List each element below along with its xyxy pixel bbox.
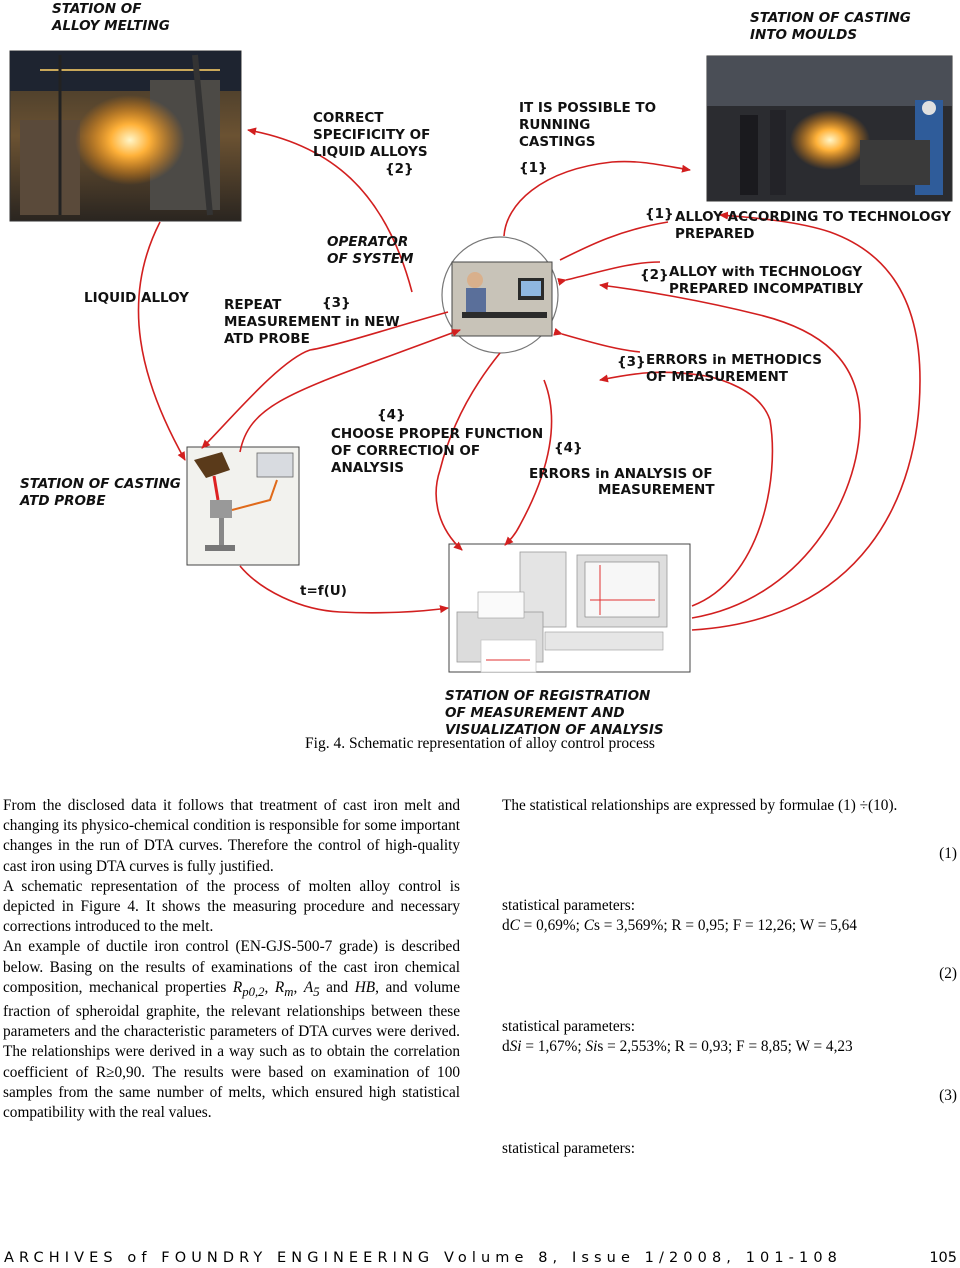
sym-rp: R (232, 978, 243, 996)
sym-hb: HB (354, 978, 376, 996)
label-station-registration: STATION OF REGISTRATION OF MEASUREMENT A… (445, 688, 664, 738)
p3-and: and (319, 978, 355, 996)
equation-number-1: (1) (939, 845, 957, 862)
alloy-control-diagram: STATION OF ALLOY MELTING STATION OF CAST… (9, 1, 956, 738)
label-choose-function: CHOOSE PROPER FUNCTION OF CORRECTION OF … (331, 426, 548, 476)
code-alloy-prepared: {1} (645, 206, 674, 222)
code-repeat: {3} (322, 295, 351, 311)
label-errors-analysis: ERRORS in ANALYSIS OF MEASUREMENT (529, 466, 717, 498)
page-number: 105 (929, 1250, 957, 1266)
label-station-atd: STATION OF CASTING ATD PROBE (19, 476, 186, 509)
p3-text-a: An example of ductile iron control (EN-G… (3, 938, 460, 996)
label-tfu: t=f(U) (300, 583, 347, 599)
code-alloy-incompatible: {2} (640, 267, 669, 283)
code-errors-methodics: {3} (617, 354, 646, 370)
journal-footer: ARCHIVES of FOUNDRY ENGINEERING Volume 8… (4, 1250, 842, 1266)
photo-operator (441, 236, 559, 354)
photo-casting-into-moulds (706, 55, 953, 202)
equation-number-2: (2) (939, 965, 957, 982)
label-alloy-prepared: ALLOY ACCORDING TO TECHNOLOGY PREPARED (675, 209, 956, 242)
paragraph-1: From the disclosed data it follows that … (3, 797, 460, 875)
label-running-castings: IT IS POSSIBLE TO RUNNING CASTINGS (519, 100, 661, 150)
p3-text-b: , and volume fraction of spheroidal grap… (3, 978, 460, 1122)
photo-registration-station (448, 543, 691, 673)
label-repeat-measurement: REPEAT MEASUREMENT in NEW ATD PROBE (224, 297, 404, 347)
code-choose: {4} (377, 407, 406, 423)
label-station-casting-moulds: STATION OF CASTING INTO MOULDS (750, 10, 916, 43)
sym-a5: A (303, 978, 314, 996)
stat-label-2: statistical parameters: (502, 1018, 635, 1035)
sym-rp-sub: p0,2 (242, 984, 265, 999)
paragraph-3: An example of ductile iron control (EN-G… (3, 937, 460, 1123)
code-running: {1} (519, 160, 548, 176)
photo-alloy-melting (9, 50, 242, 222)
sym-rm: R (274, 978, 285, 996)
formulae-intro: The statistical relationships are expres… (502, 797, 898, 814)
label-alloy-incompatible: ALLOY with TECHNOLOGY PREPARED INCOMPATI… (669, 264, 867, 297)
label-errors-methodics: ERRORS in METHODICS OF MEASUREMENT (646, 352, 827, 385)
p3-sep1: , (264, 978, 275, 996)
photo-atd-probe-station (186, 446, 300, 566)
code-correct: {2} (385, 161, 414, 177)
label-correct-specificity: CORRECT SPECIFICITY OF LIQUID ALLOYS (313, 110, 435, 160)
code-errors-analysis: {4} (554, 440, 583, 456)
paragraph-2: A schematic representation of the proces… (3, 877, 460, 936)
stat-label-3: statistical parameters: (502, 1140, 635, 1157)
left-column: From the disclosed data it follows that … (3, 796, 460, 1123)
flow-arrows (137, 127, 921, 631)
label-liquid-alloy: LIQUID ALLOY (84, 290, 189, 306)
stat-label-1: statistical parameters: (502, 897, 635, 914)
stat-values-2: dSi = 1,67%; Sis = 2,553%; R = 0,93; F =… (502, 1038, 853, 1055)
label-operator: OPERATOR OF SYSTEM (327, 234, 414, 267)
equation-number-3: (3) (939, 1087, 957, 1104)
sym-rm-sub: m (284, 984, 294, 999)
sym-a5-sub: 5 (313, 984, 320, 999)
figure-caption: Fig. 4. Schematic representation of allo… (305, 735, 655, 752)
label-station-melting: STATION OF ALLOY MELTING (51, 1, 170, 34)
p3-sep2: , (293, 978, 304, 996)
stat-values-1: dC = 0,69%; Cs = 3,569%; R = 0,95; F = 1… (502, 917, 857, 934)
